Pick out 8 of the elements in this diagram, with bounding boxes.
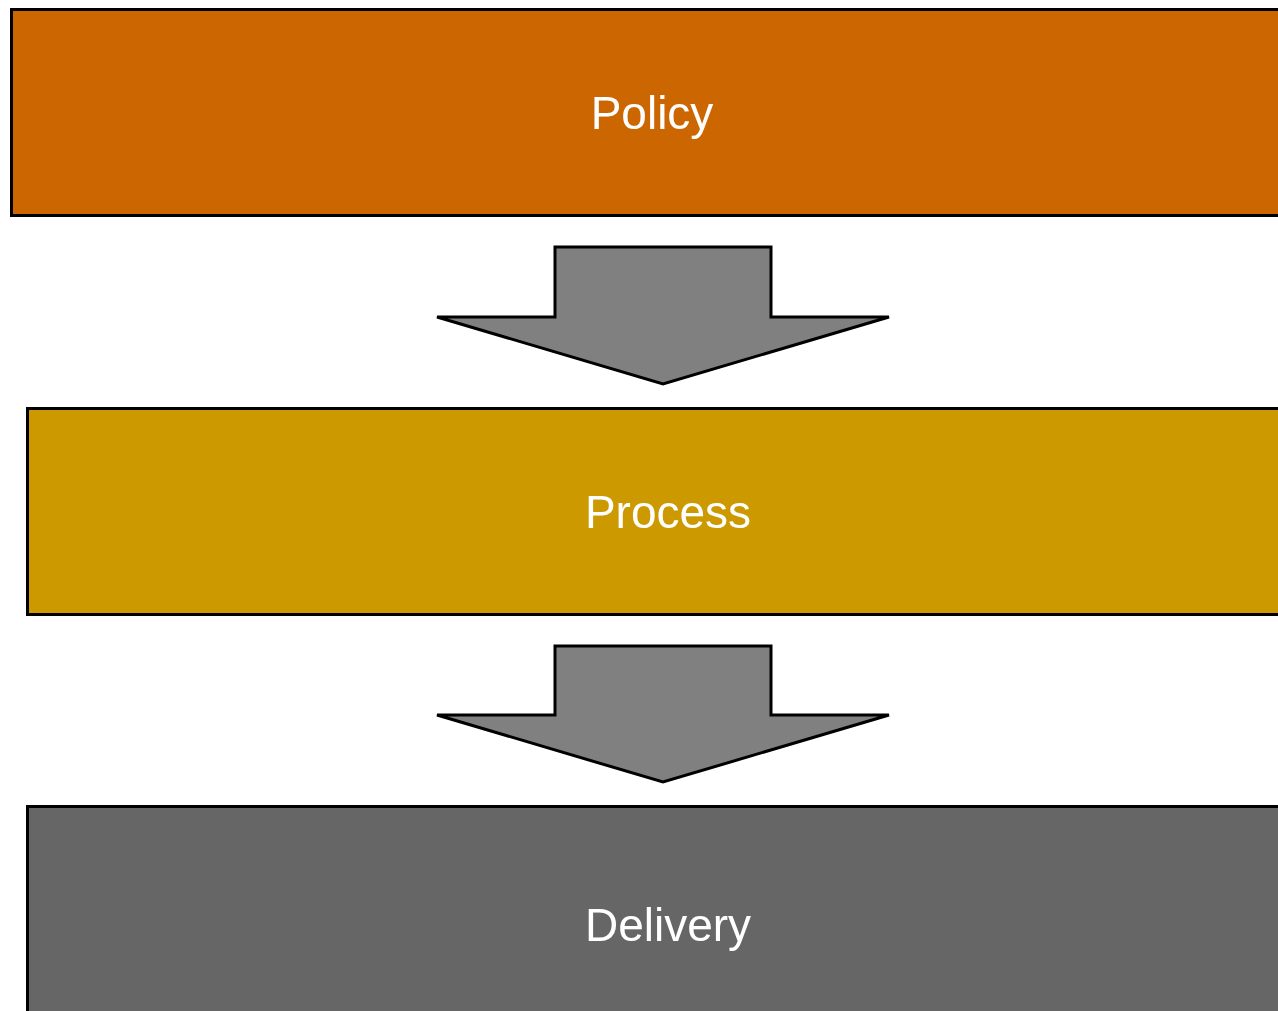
block-arrow xyxy=(435,644,891,784)
layer-label: Process xyxy=(584,484,752,539)
layer-box xyxy=(26,407,1278,616)
layer-box xyxy=(10,8,1278,217)
block-arrow xyxy=(435,245,891,386)
layer-label: Policy xyxy=(590,85,714,140)
layer-label: Delivery xyxy=(584,898,752,952)
layer-box xyxy=(26,805,1278,1011)
